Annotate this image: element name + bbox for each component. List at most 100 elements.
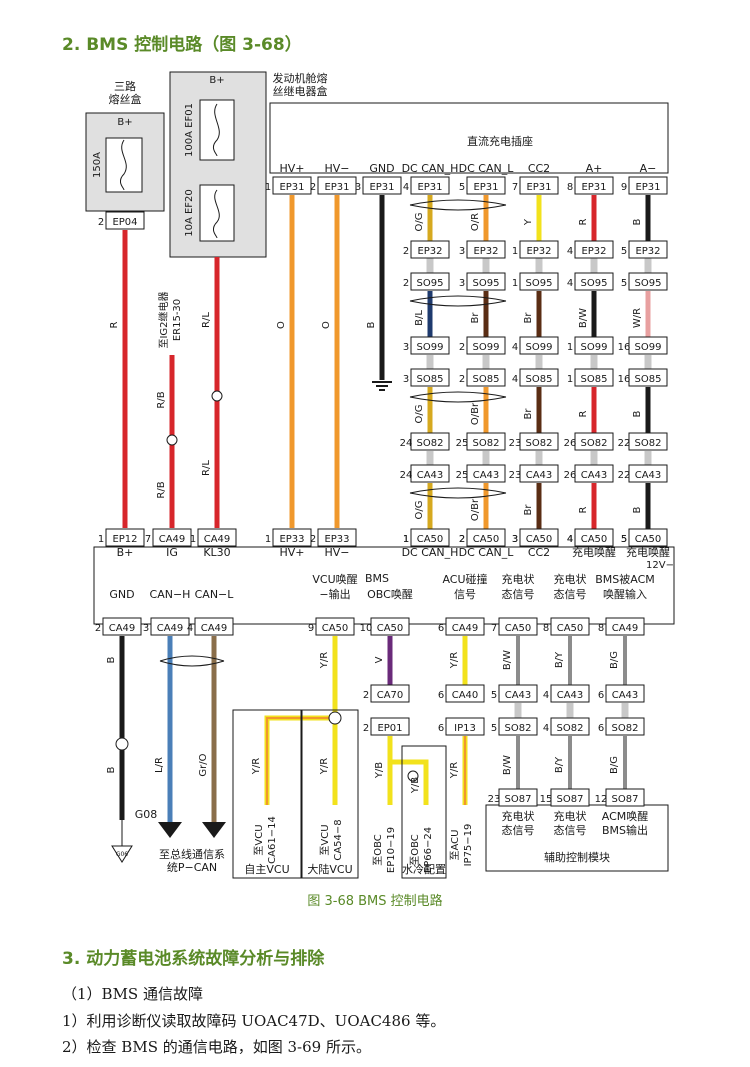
wire-color-code: O/R (470, 213, 481, 231)
wire-color-code: Y/R (251, 758, 262, 775)
connector (628, 464, 668, 483)
wire-color-code: R (578, 506, 589, 513)
connector (519, 368, 559, 387)
wire-color-code: B (632, 506, 643, 513)
pin-number: 1 (512, 278, 518, 289)
wire-color-code: Y/R (449, 652, 460, 669)
connector-id: CA49 (201, 623, 228, 634)
connector (498, 617, 538, 636)
pin-number: 4 (543, 690, 549, 701)
connector-note: 至OBC (372, 834, 384, 866)
twisted-pair-icon (159, 655, 225, 667)
wire-color-code: B (632, 410, 643, 417)
connector-note: EP66−24 (423, 827, 434, 873)
pin-number: 4 (567, 278, 573, 289)
connector (317, 528, 357, 547)
connector (194, 617, 234, 636)
twisted-pair-icon (409, 295, 507, 307)
pin-number: 2 (363, 690, 369, 701)
connector (628, 272, 668, 291)
bms-pin-label: 态信号 (502, 588, 535, 601)
bms-pin-label: CC2 (528, 546, 550, 559)
pin-number: 2 (403, 246, 409, 257)
connector (519, 464, 559, 483)
connector-id: SO85 (581, 374, 608, 385)
wire-color-code: R (578, 218, 589, 225)
connector-id: CA43 (557, 690, 584, 701)
pin-number: 1 (567, 374, 573, 385)
wire-color-code: B/W (502, 650, 513, 670)
connector-id: CA50 (505, 623, 532, 634)
diagram-label: 至总线通信系 (159, 847, 225, 861)
wire-color-code: W/R (632, 308, 643, 328)
connector (272, 176, 312, 195)
wire-color-code: Br (523, 504, 534, 516)
connector (519, 336, 559, 355)
top-pin-label: HV+ (279, 162, 304, 175)
bms-pin-label: BMS被ACM (595, 573, 655, 586)
relay-note: 至IG2继电器 (157, 291, 170, 348)
connector-id: CA49 (452, 623, 479, 634)
top-pin-label: A+ (586, 162, 603, 175)
pin-number: 6 (598, 723, 604, 734)
fuse-label: B+ (209, 75, 224, 86)
connector-id: SO85 (473, 374, 500, 385)
pin-number: 1 (512, 246, 518, 257)
connector (410, 240, 450, 259)
wire-color-code: B (106, 656, 117, 663)
connector (317, 176, 357, 195)
connector-id: EP33 (279, 534, 304, 545)
connector-id: SO99 (417, 342, 444, 353)
pin-number: 25 (456, 470, 469, 481)
pin-number: 4 (567, 534, 573, 545)
connector-id: SO95 (526, 278, 553, 289)
connector-id: CA49 (612, 623, 639, 634)
connector (550, 684, 590, 703)
pin-number: 1 (403, 534, 409, 545)
connector (628, 336, 668, 355)
connector (466, 528, 506, 547)
pin-number: 16 (618, 374, 631, 385)
connector-id: CA49 (109, 623, 136, 634)
connector-id: CA43 (417, 470, 444, 481)
connector (628, 368, 668, 387)
arrow-icon (158, 822, 182, 838)
pin-number: 23 (509, 470, 522, 481)
aux-pin-label: ACM唤醒 (602, 809, 649, 823)
pin-number: 24 (400, 438, 413, 449)
connector (410, 272, 450, 291)
connector-id: EP31 (473, 182, 498, 193)
bms-pin-label: CAN−L (195, 588, 235, 601)
pin-number: 3 (459, 278, 465, 289)
connector (519, 176, 559, 195)
connector (574, 336, 614, 355)
fuse-icon (212, 103, 220, 157)
connector-note: 至ACU (449, 830, 461, 861)
wire-color-code: V (374, 656, 385, 663)
splice-point (211, 390, 223, 402)
pin-number: 6 (438, 690, 444, 701)
wire-color-code: B/Y (554, 756, 565, 773)
bms-pin-label: HV+ (279, 546, 304, 559)
pin-number: 4 (543, 723, 549, 734)
connector (466, 176, 506, 195)
pin-number: 1 (98, 534, 104, 545)
connector (410, 368, 450, 387)
connector (362, 176, 402, 195)
connector (272, 528, 312, 547)
connector-id: EP31 (279, 182, 304, 193)
pin-number: 5 (459, 182, 465, 193)
fuse-symbol (199, 184, 235, 242)
fuse-rating: 150A (92, 152, 103, 178)
connector-id: CA43 (581, 470, 608, 481)
connector (574, 368, 614, 387)
top-pin-label: HV− (324, 162, 349, 175)
splice-point (407, 770, 419, 782)
aux-pin-label: 态信号 (554, 824, 587, 837)
connector-id: SO87 (612, 794, 639, 805)
connector-id: CA43 (635, 470, 662, 481)
connector-note: EP10−19 (386, 827, 397, 873)
twisted-pair-icon (409, 487, 507, 499)
connector-id: EP31 (635, 182, 660, 193)
wire-color-code: B/W (578, 308, 589, 328)
